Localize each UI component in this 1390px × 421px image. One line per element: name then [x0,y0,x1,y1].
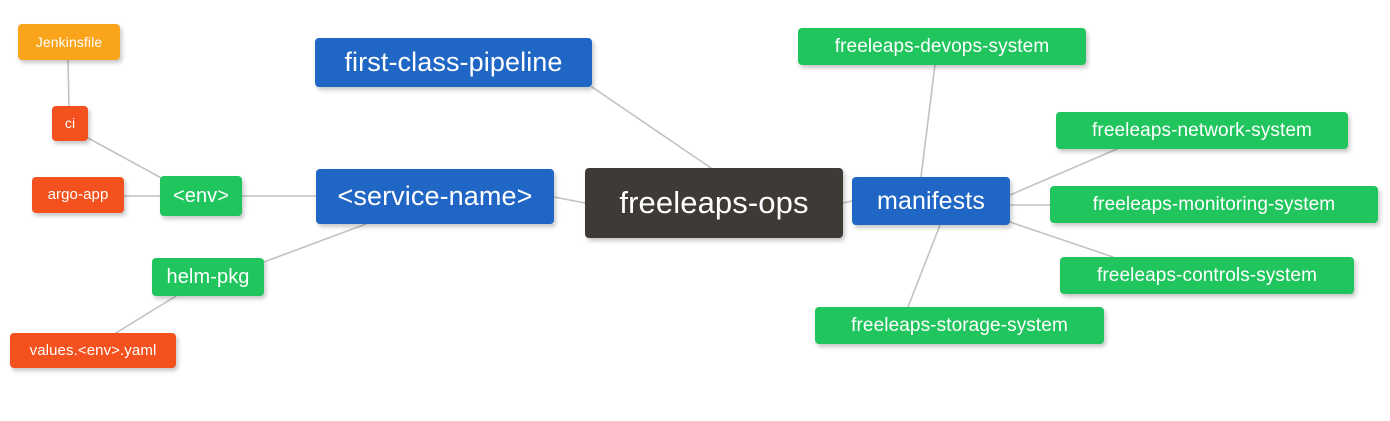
node-label-jenkinsfile: Jenkinsfile [35,33,103,50]
node-label-freeleaps-ops: freeleaps-ops [619,184,809,220]
node-values-yaml[interactable]: values.<env>.yaml [10,333,176,368]
node-label-devops-system: freeleaps-devops-system [834,35,1050,57]
edge-env-to-ci [87,137,166,181]
node-devops-system[interactable]: freeleaps-devops-system [798,28,1086,65]
node-service-name[interactable]: <service-name> [316,169,554,224]
node-jenkinsfile[interactable]: Jenkinsfile [18,24,120,60]
node-monitoring-system[interactable]: freeleaps-monitoring-system [1050,186,1378,223]
edge-manifests-to-storage-system [907,224,941,308]
edge-ci-to-jenkinsfile [67,59,70,107]
node-ci[interactable]: ci [52,106,88,141]
node-network-system[interactable]: freeleaps-network-system [1056,112,1348,149]
node-label-env: <env> [172,184,230,207]
edge-manifests-to-controls-system [1009,221,1114,258]
node-label-ci: ci [64,115,76,132]
node-helm-pkg[interactable]: helm-pkg [152,258,264,296]
node-label-argo-app: argo-app [47,186,109,204]
edge-service-name-to-helm-pkg [263,223,367,263]
edge-helm-pkg-to-values-yaml [115,295,177,334]
node-label-manifests: manifests [877,186,985,215]
node-label-helm-pkg: helm-pkg [166,265,250,288]
node-first-class-pipeline[interactable]: first-class-pipeline [315,38,592,87]
node-label-values-yaml: values.<env>.yaml [29,341,157,359]
node-label-storage-system: freeleaps-storage-system [851,314,1068,336]
node-storage-system[interactable]: freeleaps-storage-system [815,307,1104,344]
edge-freeleaps-ops-to-manifests [842,200,853,204]
node-controls-system[interactable]: freeleaps-controls-system [1060,257,1354,294]
edge-freeleaps-ops-to-service-name [553,196,586,204]
node-label-service-name: <service-name> [337,181,533,212]
node-label-controls-system: freeleaps-controls-system [1096,264,1318,286]
node-manifests[interactable]: manifests [852,177,1010,225]
edge-freeleaps-ops-to-first-class-pipeline [591,86,712,169]
node-argo-app[interactable]: argo-app [32,177,124,213]
node-freeleaps-ops[interactable]: freeleaps-ops [585,168,843,238]
node-env[interactable]: <env> [160,176,242,216]
edge-manifests-to-devops-system [920,64,936,178]
node-label-monitoring-system: freeleaps-monitoring-system [1092,193,1336,215]
node-label-network-system: freeleaps-network-system [1092,119,1312,141]
node-label-first-class-pipeline: first-class-pipeline [344,47,563,78]
